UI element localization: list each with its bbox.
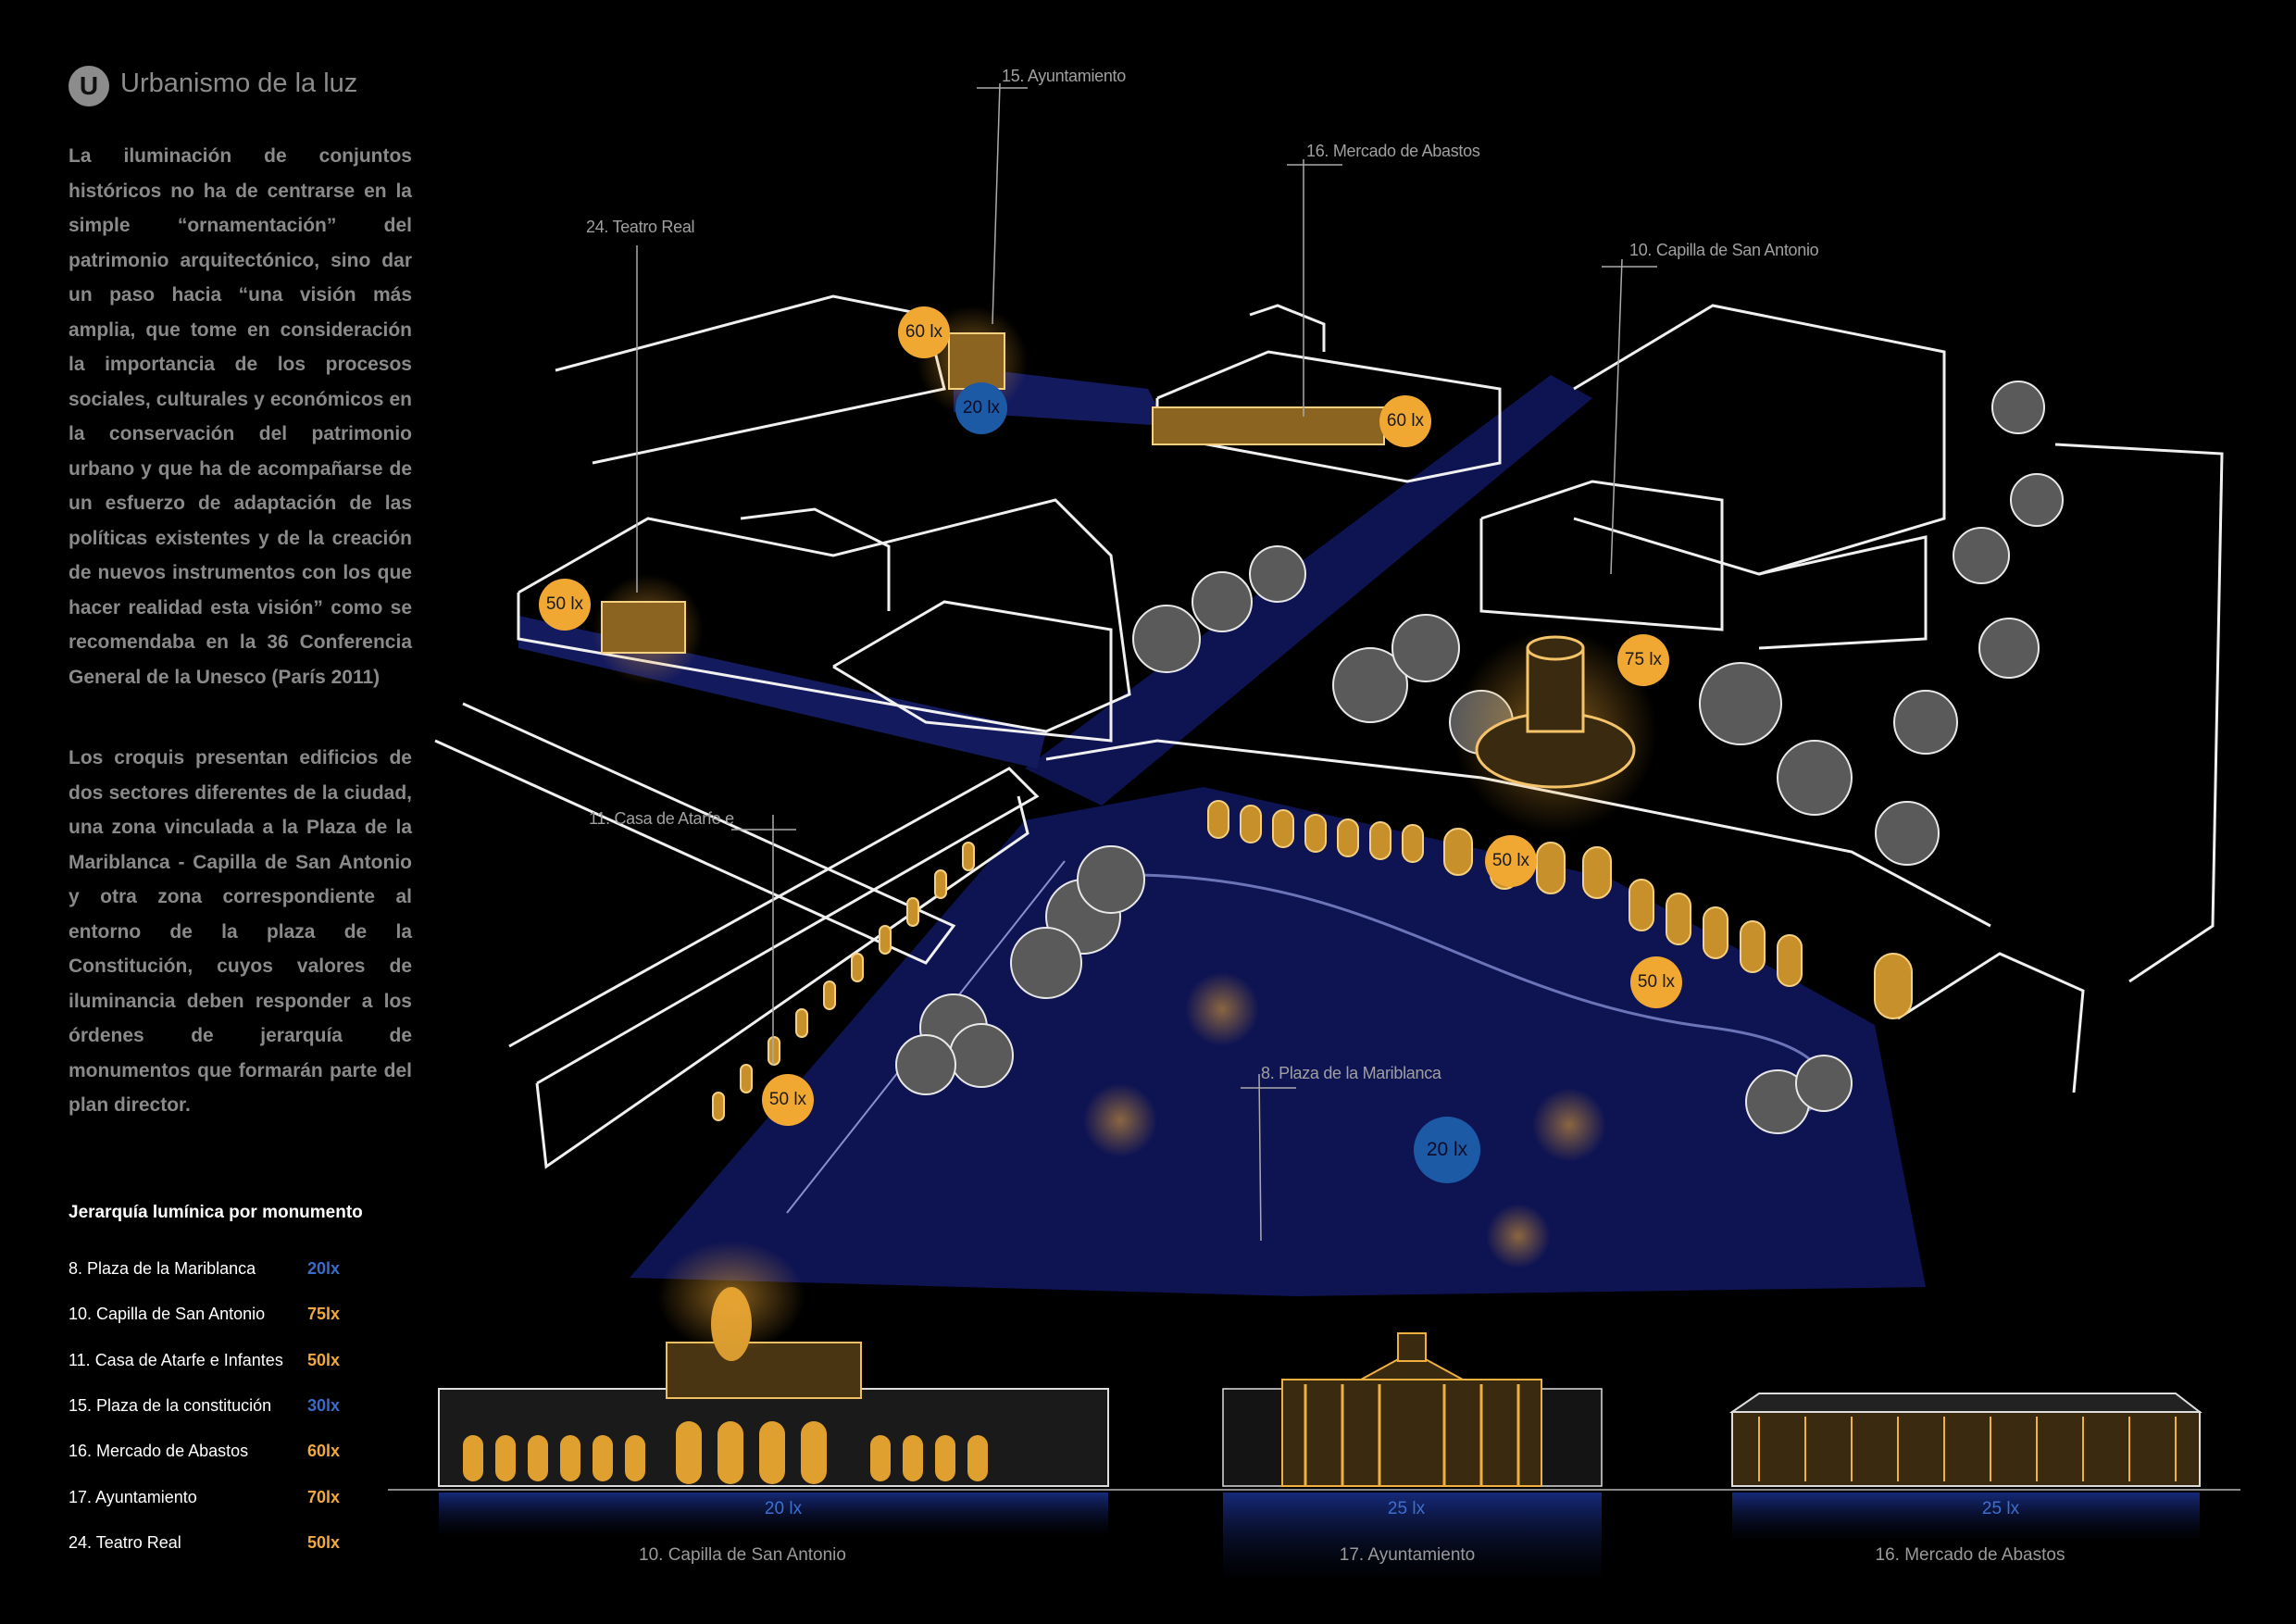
legend-title: Jerarquía lumínica por monumento bbox=[69, 1203, 363, 1222]
lux-badge-ayuntamiento: 60 lx bbox=[898, 306, 950, 358]
label-casa-atarfe: 11. Casa de Atarfe e bbox=[589, 809, 734, 828]
elevation-lux-ayuntamiento: 25 lx bbox=[1387, 1499, 1426, 1518]
legend-item-label: 17. Ayuntamiento bbox=[69, 1487, 197, 1506]
label-capilla: 10. Capilla de San Antonio bbox=[1629, 241, 1819, 259]
lux-badge-arcade-right: 50 lx bbox=[1630, 956, 1682, 1008]
label-plaza-mariblanca: 8. Plaza de la Mariblanca bbox=[1261, 1064, 1441, 1082]
lux-badge-capilla: 75 lx bbox=[1617, 634, 1669, 686]
label-teatro-real: 24. Teatro Real bbox=[586, 218, 695, 236]
leader-lines bbox=[636, 82, 1657, 1242]
elevation-ayuntamiento bbox=[1222, 1332, 1603, 1576]
legend-item-label: 11. Casa de Atarfe e Infantes bbox=[69, 1350, 283, 1369]
legend-item-label: 8. Plaza de la Mariblanca bbox=[69, 1259, 256, 1278]
lux-badge-mercado: 60 lx bbox=[1379, 395, 1431, 447]
plaza-mariblanca-area bbox=[518, 366, 1926, 1296]
legend-item: 15. Plaza de la constitución 30lx bbox=[69, 1396, 365, 1416]
legend-item-value: 70lx bbox=[307, 1487, 341, 1506]
legend-item-value: 50lx bbox=[307, 1350, 341, 1369]
label-mercado: 16. Mercado de Abastos bbox=[1306, 142, 1480, 160]
capilla-rotunda bbox=[1475, 635, 1636, 789]
elevation-capilla bbox=[438, 1241, 1109, 1534]
legend-item: 8. Plaza de la Mariblanca 20lx bbox=[69, 1259, 365, 1279]
lux-badge-plaza-mariblanca: 20 lx bbox=[1414, 1117, 1480, 1183]
legend-item-label: 10. Capilla de San Antonio bbox=[69, 1305, 266, 1324]
arcade-arches bbox=[601, 332, 1913, 1121]
legend-item-value: 20lx bbox=[307, 1259, 341, 1278]
lux-badge-teatro: 50 lx bbox=[539, 579, 591, 631]
legend-item-label: 16. Mercado de Abastos bbox=[69, 1442, 249, 1461]
legend-item: 10. Capilla de San Antonio 75lx bbox=[69, 1305, 365, 1324]
legend-item: 11. Casa de Atarfe e Infantes 50lx bbox=[69, 1351, 365, 1370]
legend-item: 16. Mercado de Abastos 60lx bbox=[69, 1442, 365, 1461]
legend-item-value: 60lx bbox=[307, 1442, 341, 1461]
lux-badge-casa-atarfe: 50 lx bbox=[762, 1074, 814, 1126]
elevation-caption-capilla: 10. Capilla de San Antonio bbox=[639, 1545, 846, 1565]
legend-item-label: 15. Plaza de la constitución bbox=[69, 1395, 272, 1415]
elevation-caption-mercado: 16. Mercado de Abastos bbox=[1875, 1545, 2065, 1565]
elevation-caption-ayuntamiento: 17. Ayuntamiento bbox=[1339, 1545, 1476, 1565]
elevation-lux-mercado: 25 lx bbox=[1981, 1499, 2020, 1518]
intro-paragraph-1: La iluminación de conjuntos históricos n… bbox=[69, 145, 412, 688]
lux-badge-arcade-center: 50 lx bbox=[1485, 835, 1537, 887]
elevation-mercado bbox=[1728, 1393, 2202, 1539]
legend-item-label: 24. Teatro Real bbox=[69, 1532, 181, 1552]
page-title: Urbanismo de la luz bbox=[120, 69, 358, 98]
intro-paragraph-2: Los croquis presentan edificios de dos s… bbox=[69, 747, 412, 1116]
legend-item-value: 30lx bbox=[307, 1395, 341, 1415]
legend-item: 24. Teatro Real 50lx bbox=[69, 1533, 365, 1553]
legend-item-value: 75lx bbox=[307, 1305, 341, 1324]
lux-badge-plaza-constitucion: 20 lx bbox=[955, 382, 1007, 434]
logo-badge: U bbox=[69, 66, 109, 106]
trees bbox=[895, 381, 2064, 1134]
elevation-lux-capilla: 20 lx bbox=[764, 1499, 803, 1518]
legend-item: 17. Ayuntamiento 70lx bbox=[69, 1488, 365, 1507]
label-ayuntamiento: 15. Ayuntamiento bbox=[1002, 67, 1126, 85]
legend-item-value: 50lx bbox=[307, 1532, 341, 1552]
